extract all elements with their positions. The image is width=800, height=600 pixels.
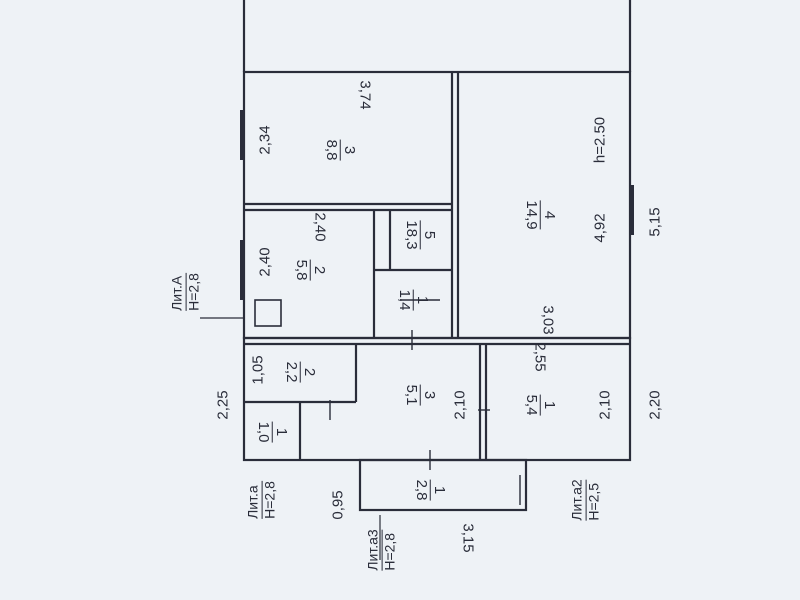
- bottom-extension: [358, 458, 528, 512]
- dimension-2-34: 2,34: [256, 125, 274, 155]
- ceiling-height: h=2.50: [591, 116, 609, 164]
- dimension-3-15: 3,15: [459, 523, 477, 553]
- dimension-2-20: 2,20: [646, 390, 664, 420]
- dimension-4-92: 4,92: [591, 213, 609, 243]
- dimension-3-74: 3,74: [356, 80, 374, 110]
- dimension-0-95: 0,95: [329, 490, 347, 520]
- dimension-2-10-middle: 2,10: [451, 390, 469, 420]
- dimension-5-15: 5,15: [646, 207, 664, 237]
- dimension-2-25: 2,25: [214, 390, 232, 420]
- stove: [254, 299, 282, 327]
- dimension-3-03: 3,03: [539, 305, 557, 335]
- dimension-2-40-left: 2,40: [256, 247, 274, 277]
- dimension-2-10-right: 2,10: [596, 390, 614, 420]
- dimension-2-55: 2,55: [531, 342, 549, 372]
- dimension-1-05: 1,05: [249, 355, 267, 385]
- dimension-2-40-top: 2,40: [311, 212, 329, 242]
